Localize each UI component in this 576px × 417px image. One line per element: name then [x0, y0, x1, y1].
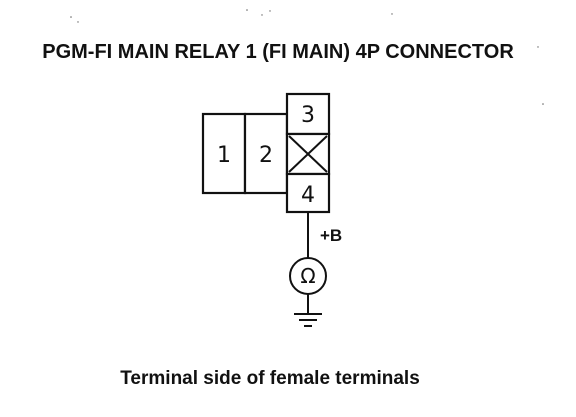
- terminal-1-cavity: [201, 112, 247, 195]
- supply-label: +B: [320, 226, 342, 245]
- cavity-cross-line-b: [288, 135, 328, 173]
- terminal-4-label: 4: [301, 183, 315, 208]
- diagram-caption: Terminal side of female terminals: [120, 368, 420, 389]
- terminal-1-label: 1: [217, 143, 231, 168]
- diagram-title: PGM-FI MAIN RELAY 1 (FI MAIN) 4P CONNECT…: [42, 41, 514, 63]
- ground-icon: [294, 313, 322, 327]
- terminal-4-cavity: [285, 172, 331, 214]
- ohmmeter-symbol: Ω: [300, 264, 315, 288]
- terminal-2-label: 2: [259, 143, 273, 168]
- terminal-3-label: 3: [301, 103, 315, 128]
- terminal-2-cavity: [243, 112, 289, 195]
- scan-specks: [70, 9, 544, 105]
- connector-4p: 1 2 3 4: [201, 92, 331, 214]
- ohmmeter-icon: Ω: [289, 257, 327, 295]
